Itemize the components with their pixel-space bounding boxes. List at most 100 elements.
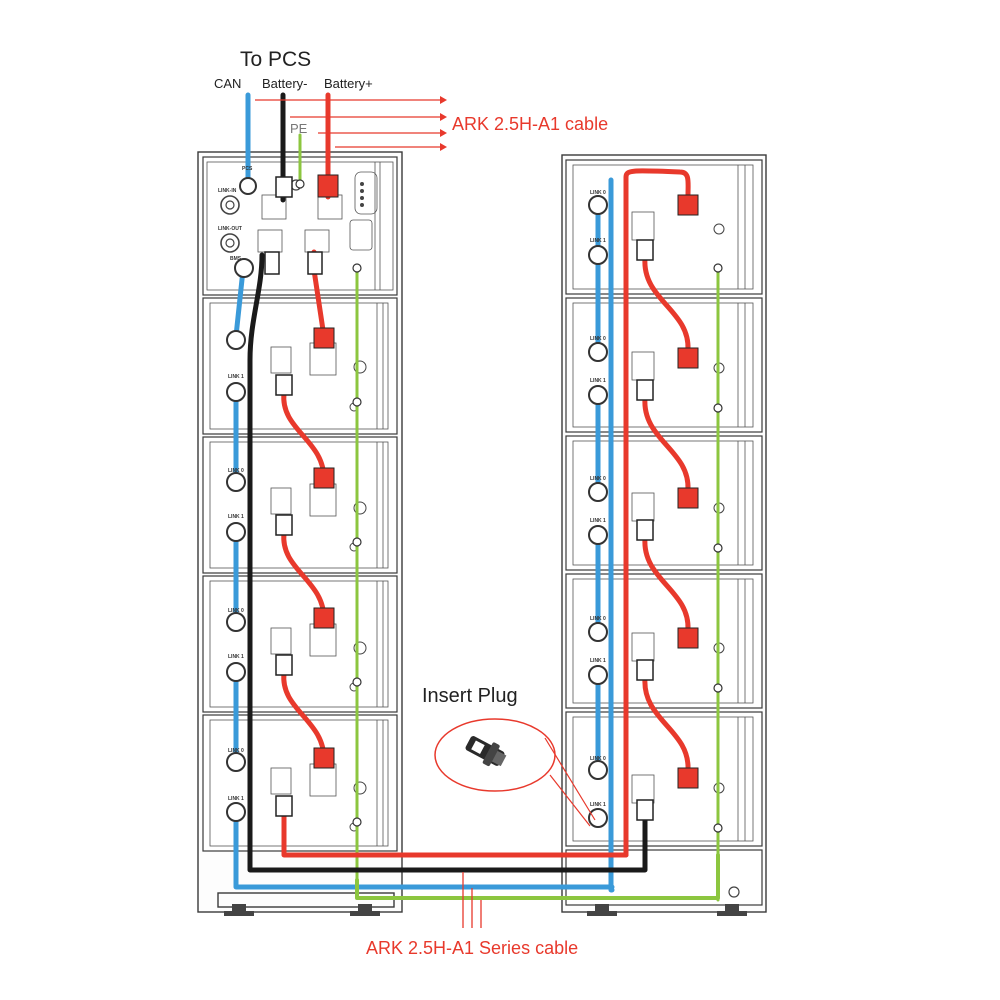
left-terminals	[264, 174, 339, 817]
right-link1-port-1-icon	[588, 245, 608, 265]
right-neg-terminal-5-icon	[636, 799, 654, 821]
right-module-1	[565, 159, 763, 295]
left-battery-stack	[197, 151, 403, 916]
right-module-3	[565, 435, 763, 571]
left-pos-plug-0-icon	[307, 251, 323, 275]
left-feet	[224, 904, 380, 916]
can-label: CAN	[214, 76, 241, 91]
left-pos-terminal-4-icon	[313, 747, 335, 769]
battery-pos-label: Battery+	[324, 76, 373, 91]
right-ports	[588, 195, 608, 828]
right-link1-label: LINK 1	[590, 658, 606, 664]
pcs-pos-terminal-icon	[317, 174, 339, 198]
left-pos-terminal-3-icon	[313, 607, 335, 629]
left-pos-terminal-2-icon	[313, 467, 335, 489]
pcs-port-label: PCS	[242, 166, 253, 172]
left-link1-port-4-icon	[226, 802, 246, 822]
right-link1-label: LINK 1	[590, 238, 606, 244]
right-pos-terminal-2-icon	[677, 347, 699, 369]
left-module-3	[202, 575, 398, 713]
top-cable-callout	[255, 96, 447, 151]
left-link0-label: LINK 0	[228, 468, 244, 474]
right-series-cable-4	[642, 675, 691, 773]
top-cable-label: ARK 2.5H-A1 cable	[452, 114, 608, 134]
right-ground-lug-icon	[713, 823, 723, 833]
right-link0-label: LINK 0	[590, 756, 606, 762]
right-link1-label: LINK 1	[590, 802, 606, 808]
left-bms-link-cable	[233, 267, 246, 339]
right-link1-port-5-icon	[588, 808, 608, 828]
bottom-cable-label: ARK 2.5H-A1 Series cable	[366, 938, 578, 958]
battery-neg-label: Battery-	[262, 76, 308, 91]
right-module-2	[565, 297, 763, 433]
right-ground-lug-icon	[713, 263, 723, 273]
to-pcs-title: To PCS	[240, 48, 311, 71]
series-cable-red	[281, 812, 629, 858]
series-cable-green	[355, 853, 720, 900]
bms-port-label: BMS	[230, 256, 242, 262]
right-link0-label: LINK 0	[590, 190, 606, 196]
left-link1-port-3-icon	[226, 662, 246, 682]
right-link1-label: LINK 1	[590, 378, 606, 384]
left-ground-lug-icon	[352, 677, 362, 687]
series-cable-black	[247, 252, 648, 873]
left-link1-port-1-icon	[226, 382, 246, 402]
right-link1-port-2-icon	[588, 385, 608, 405]
left-ground-lug-icon	[352, 397, 362, 407]
left-module-4	[202, 714, 398, 852]
series-cable-blue	[233, 809, 615, 890]
right-ground-lug-icon	[713, 543, 723, 553]
right-series-cable-2	[642, 395, 691, 493]
right-ground-lug-icon	[713, 683, 723, 693]
left-link0-port-3-icon	[226, 612, 246, 632]
right-pos-terminal-5-icon	[677, 767, 699, 789]
insert-plug-label: Insert Plug	[422, 685, 518, 707]
right-series-cable-1	[642, 255, 691, 353]
right-link0-port-3-icon	[588, 482, 608, 502]
left-module-2	[202, 436, 398, 574]
pcs-port-icon	[239, 177, 257, 195]
right-feet	[587, 904, 747, 916]
left-neg-terminal-3-icon	[275, 654, 293, 676]
right-neg-terminal-3-icon	[636, 519, 654, 541]
left-link0-label: LINK 0	[228, 748, 244, 754]
left-module-1	[202, 297, 398, 435]
left-link1-port-2-icon	[226, 522, 246, 542]
right-link0-port-2-icon	[588, 342, 608, 362]
right-pos-terminal-4-icon	[677, 627, 699, 649]
right-pos-return-cable	[623, 168, 691, 858]
right-link1-label: LINK 1	[590, 518, 606, 524]
left-link0-label: LINK 0	[228, 608, 244, 614]
left-link0-port-2-icon	[226, 472, 246, 492]
right-link0-port-5-icon	[588, 760, 608, 780]
left-ground-lug-icon	[352, 817, 362, 827]
pcs-neg-terminal-icon	[275, 176, 293, 198]
right-pos-terminal-1-icon	[677, 194, 699, 216]
right-link0-port-4-icon	[588, 622, 608, 642]
right-link1-port-3-icon	[588, 525, 608, 545]
left-link0-port-1-icon	[226, 330, 246, 350]
right-neg-terminal-2-icon	[636, 379, 654, 401]
insert-plug-icon	[465, 736, 507, 767]
right-neg-terminal-1-icon	[636, 239, 654, 261]
left-link1-label: LINK 1	[228, 654, 244, 660]
right-neg-terminal-4-icon	[636, 659, 654, 681]
left-link1-label: LINK 1	[228, 796, 244, 802]
right-ground-lug-icon	[713, 403, 723, 413]
ground-lugs	[295, 179, 723, 833]
bottom-cable-callout	[462, 872, 482, 928]
cables	[233, 92, 720, 902]
left-neg-terminal-4-icon	[275, 795, 293, 817]
pe-lug-icon	[295, 179, 305, 189]
link-out-port-label: LINK-OUT	[218, 226, 242, 232]
right-link0-label: LINK 0	[590, 336, 606, 342]
left-neg-terminal-2-icon	[275, 514, 293, 536]
right-terminals	[636, 194, 699, 821]
left-pos-terminal-1-icon	[313, 327, 335, 349]
left-link0-port-4-icon	[226, 752, 246, 772]
pe-label: PE	[290, 121, 308, 136]
right-stack-base	[565, 849, 763, 906]
bms-port-icon	[234, 258, 254, 278]
right-pos-terminal-3-icon	[677, 487, 699, 509]
